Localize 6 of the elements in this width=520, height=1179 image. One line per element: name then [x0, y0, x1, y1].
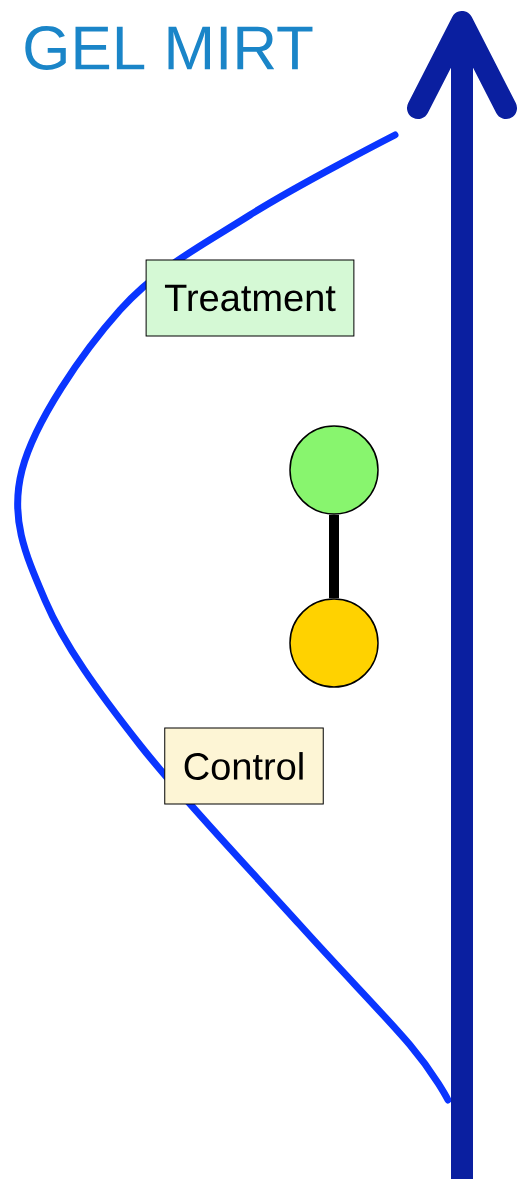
circle-marker — [289, 425, 379, 515]
connector-line — [329, 514, 339, 599]
label-box: Control — [164, 727, 324, 805]
label-box: Treatment — [145, 259, 355, 337]
title: GEL MIRT — [25, 26, 313, 70]
circle-marker — [289, 598, 379, 688]
